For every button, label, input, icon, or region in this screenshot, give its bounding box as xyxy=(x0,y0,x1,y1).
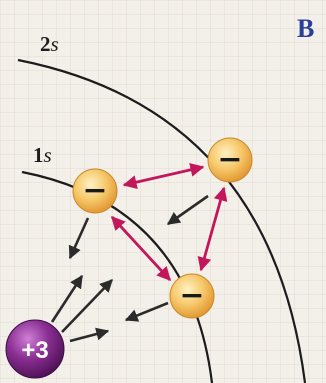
panel-label: B xyxy=(297,14,315,43)
attraction-arrow-nucleus-to-e1 xyxy=(50,274,84,323)
electron-1-charge: − xyxy=(82,173,107,208)
repulsion-arrow-e2-e3 xyxy=(197,186,228,272)
electron-2: − xyxy=(207,137,253,183)
shell-1s-number: 1 xyxy=(33,143,44,167)
electron-1: − xyxy=(72,168,118,214)
nucleus-charge: +3 xyxy=(21,337,48,364)
electron-2-charge: − xyxy=(217,142,242,177)
repulsion-arrow-e1-e3 xyxy=(110,215,172,282)
electron-3-charge: − xyxy=(179,278,204,313)
repulsion-arrow-e1-e2 xyxy=(122,162,205,190)
attraction-arrow-e3-to-nucleus xyxy=(124,301,169,322)
shell-1s-label: 1s xyxy=(33,143,52,167)
shell-2s-subshell: s xyxy=(51,32,59,56)
shell-2s-number: 2 xyxy=(40,32,51,56)
shell-2s-label: 2s xyxy=(40,32,59,56)
nucleus: +3 xyxy=(5,319,65,379)
attraction-arrow-nucleus-to-e1b xyxy=(61,279,113,333)
attraction-arrow-e1-to-nucleus xyxy=(68,217,90,260)
attraction-arrow-nucleus-to-e3 xyxy=(69,327,110,343)
electron-3: − xyxy=(169,273,215,319)
shell-1s-subshell: s xyxy=(44,143,52,167)
